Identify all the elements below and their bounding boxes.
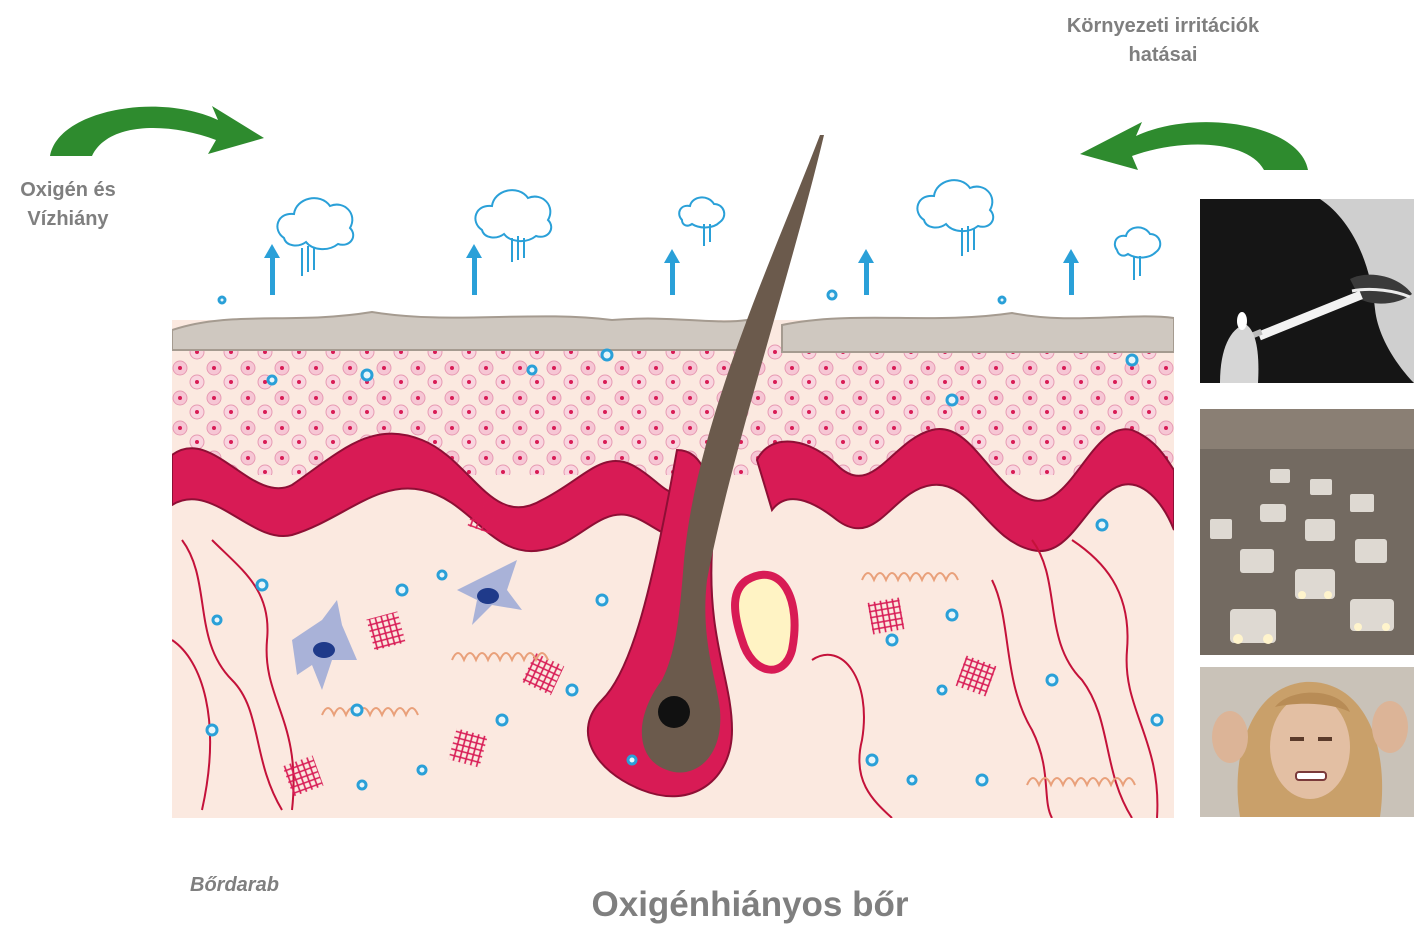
stressed-woman-photo bbox=[1200, 667, 1414, 817]
skin-cross-section bbox=[172, 120, 1174, 818]
environmental-irritation-label-line-1: Környezeti irritációk bbox=[1030, 12, 1296, 41]
stratum-corneum-right bbox=[782, 313, 1174, 352]
smoking-photo bbox=[1200, 199, 1414, 383]
oxygen-water-shortage-label-line-1: Oxigén és bbox=[0, 176, 136, 205]
stratum-corneum-left bbox=[172, 312, 747, 350]
traffic-photo bbox=[1200, 409, 1414, 655]
diagram-title: Oxigénhiányos bőr bbox=[520, 884, 980, 926]
skin-sample-caption: Bőrdarab bbox=[190, 874, 279, 897]
environmental-irritation-label-line-2: hatásai bbox=[1030, 41, 1296, 70]
hair-bulb bbox=[658, 696, 690, 728]
oxygen-water-shortage-label-line-2: Vízhiány bbox=[0, 205, 136, 234]
epidermis-cells bbox=[172, 335, 1174, 475]
vapor-clouds bbox=[277, 180, 1160, 280]
evaporation-arrows bbox=[264, 244, 1079, 295]
